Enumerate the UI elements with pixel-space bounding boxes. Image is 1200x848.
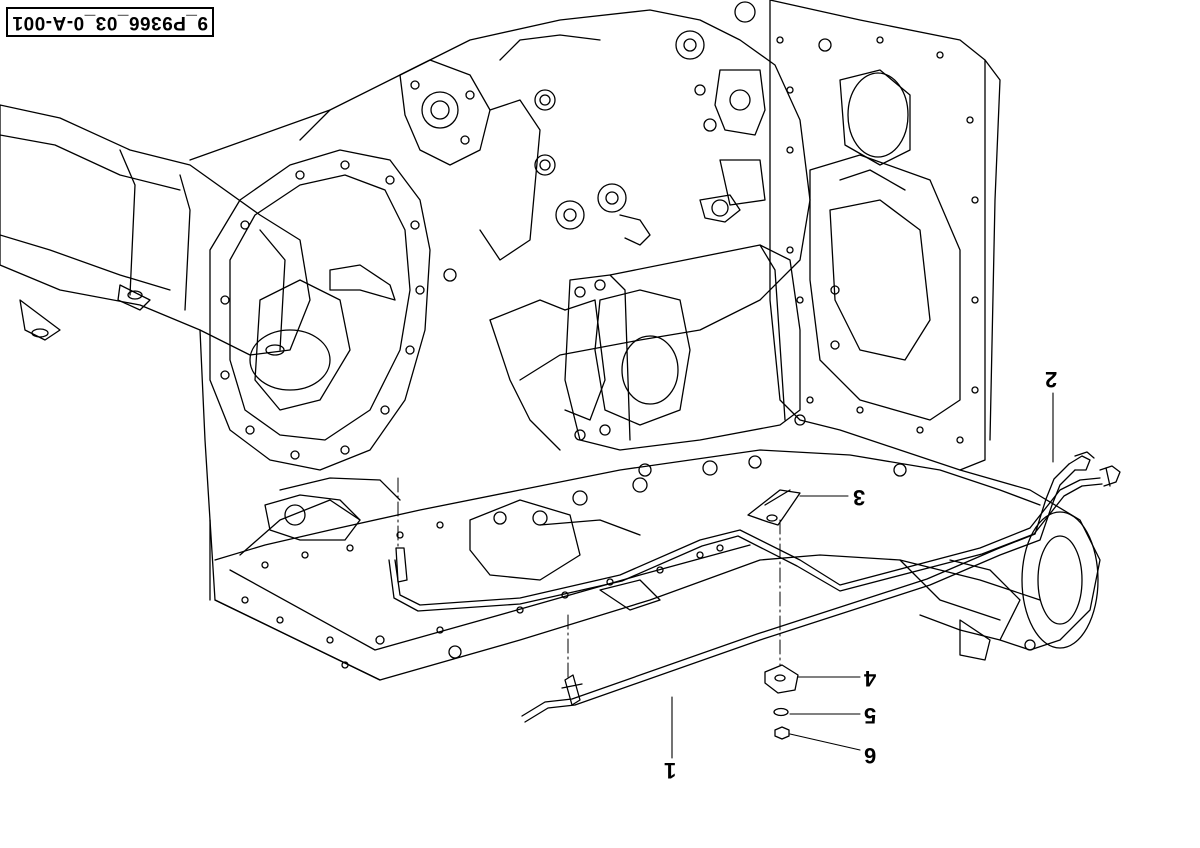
washer-part-5 — [774, 709, 788, 716]
callout-3: 3 — [853, 485, 866, 510]
shaft-housing — [490, 245, 805, 450]
callout-1: 1 — [664, 758, 677, 783]
clamp-part-3 — [748, 490, 800, 525]
leader-lines — [672, 393, 1053, 758]
callout-5: 5 — [864, 703, 877, 728]
sump-plate — [210, 450, 1040, 680]
callout-4: 4 — [864, 666, 877, 691]
callout-6: 6 — [864, 743, 877, 768]
drawing-reference-box: 9_P9366_03_0-A-001 — [6, 7, 214, 37]
nut-part-6 — [775, 727, 789, 739]
axle-housing-arm — [0, 105, 310, 355]
assembly-centerlines — [398, 478, 780, 680]
transmission-housing — [190, 2, 810, 680]
clamp-half-part-4 — [765, 665, 798, 693]
pipe-2 — [389, 452, 1120, 611]
callout-2: 2 — [1045, 367, 1058, 392]
drawing-reference-code: 9_P9366_03_0-A-001 — [12, 12, 208, 33]
rear-axle-flange — [900, 470, 1100, 660]
rear-cover-plate — [770, 0, 1000, 470]
